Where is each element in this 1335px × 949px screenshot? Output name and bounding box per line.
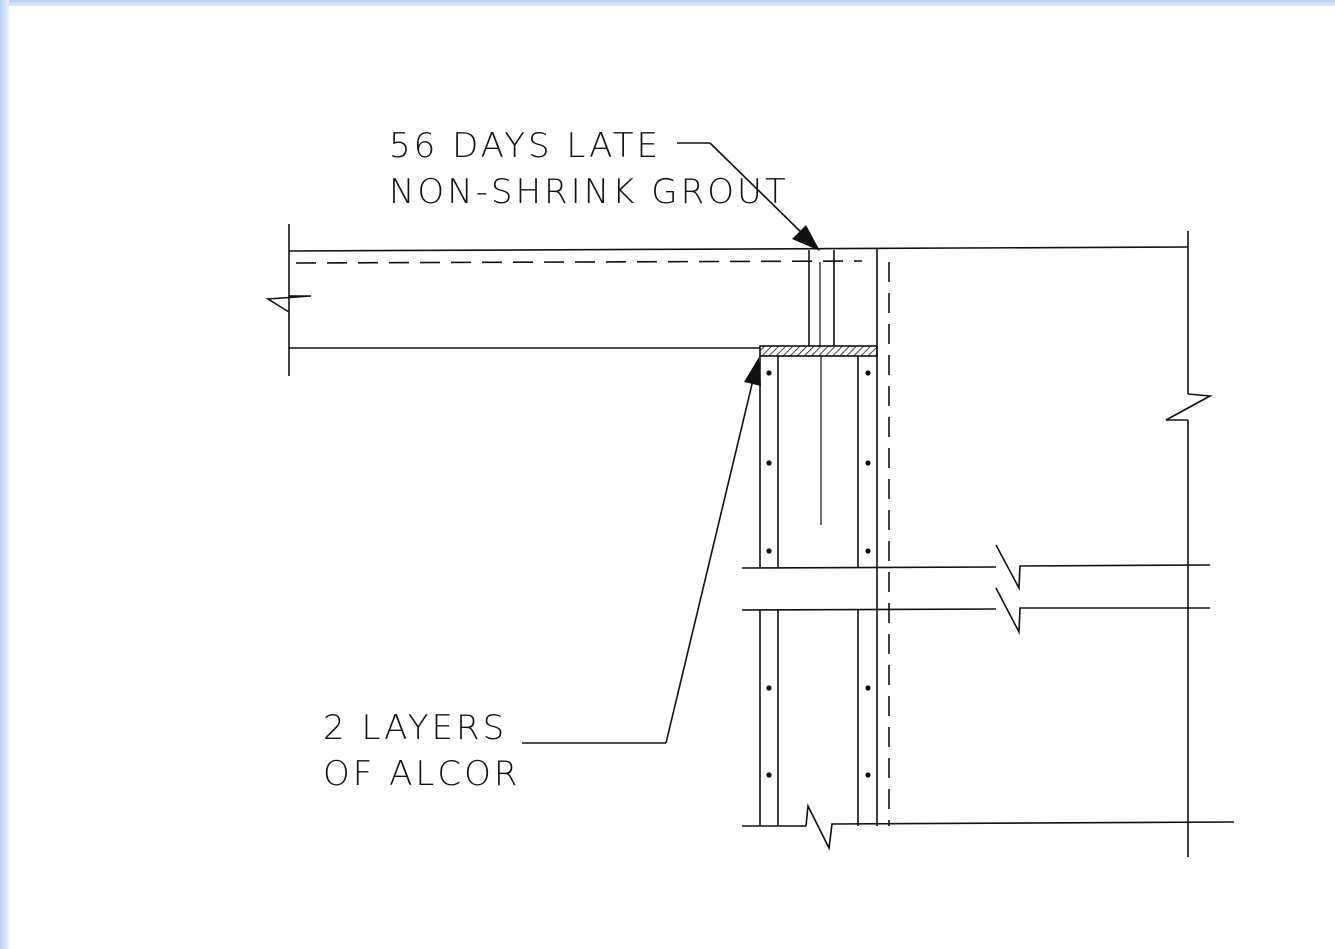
grout-label-line1: 56 DAYS LATE bbox=[389, 126, 661, 166]
anchor-dot bbox=[766, 370, 772, 376]
bearing-strip bbox=[759, 345, 878, 357]
anchor-dot bbox=[766, 685, 772, 691]
slab-break-symbol bbox=[265, 295, 312, 313]
anchor-dot bbox=[766, 460, 772, 466]
wall bbox=[759, 248, 890, 826]
right-break-symbol bbox=[1165, 393, 1213, 421]
alcor-leader bbox=[522, 357, 761, 744]
anchor-dot bbox=[865, 548, 871, 554]
anchor-dot bbox=[865, 772, 871, 778]
window-frame-left bbox=[0, 0, 9, 949]
grout-leader bbox=[677, 142, 820, 251]
anchor-dot bbox=[865, 460, 871, 466]
anchor-dots bbox=[766, 370, 871, 778]
horizontal-break bbox=[741, 544, 1211, 636]
anchor-dot bbox=[766, 548, 772, 554]
bottom-edge bbox=[742, 803, 1235, 851]
grout-pocket bbox=[808, 250, 835, 346]
slab bbox=[265, 224, 1189, 376]
alcor-label-line1: 2 LAYERS bbox=[323, 708, 507, 748]
alcor-label-line2: OF ALCOR bbox=[323, 754, 520, 794]
window-frame-top bbox=[0, 0, 1335, 6]
anchor-dot bbox=[865, 370, 871, 376]
right-edge bbox=[1165, 231, 1213, 857]
grout-label-line2: NON-SHRINK GROUT bbox=[389, 172, 789, 212]
anchor-dot bbox=[766, 772, 772, 778]
anchor-dot bbox=[865, 685, 871, 691]
